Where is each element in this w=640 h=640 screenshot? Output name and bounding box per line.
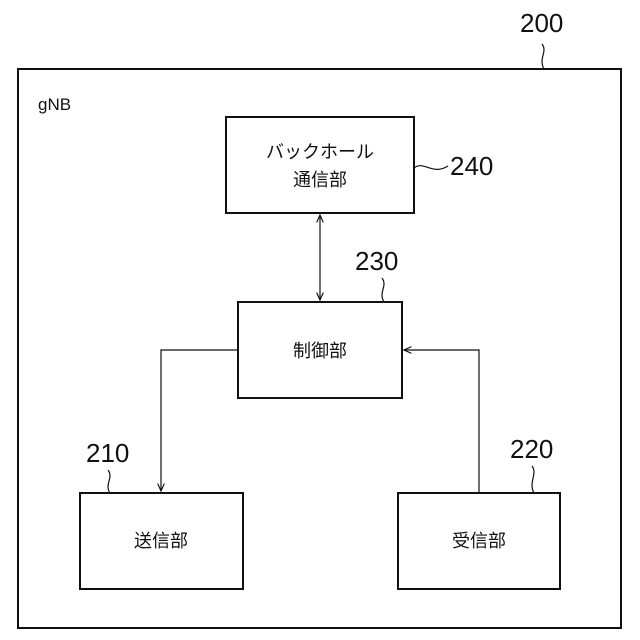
receive-ref-leader bbox=[532, 466, 534, 493]
backhaul-ref-leader bbox=[414, 166, 448, 170]
control-ref-leader bbox=[382, 278, 384, 302]
control-ref-number: 230 bbox=[355, 246, 398, 276]
outer-ref-leader bbox=[542, 44, 544, 69]
receive-to-control-arrow bbox=[404, 350, 479, 493]
transmit-ref-leader bbox=[108, 470, 110, 493]
receive-label: 受信部 bbox=[452, 531, 506, 552]
outer-ref-number: 200 bbox=[520, 8, 563, 38]
gnb-label: gNB bbox=[38, 95, 71, 114]
backhaul-ref-number: 240 bbox=[450, 151, 493, 181]
transmit-label: 送信部 bbox=[134, 531, 188, 552]
control-to-transmit-arrow bbox=[161, 350, 238, 491]
backhaul-communication-block bbox=[226, 117, 414, 213]
transmit-ref-number: 210 bbox=[86, 438, 129, 468]
receive-ref-number: 220 bbox=[510, 434, 553, 464]
backhaul-label-line1: バックホール bbox=[266, 142, 374, 163]
backhaul-label-line2: 通信部 bbox=[293, 170, 347, 191]
control-label: 制御部 bbox=[293, 341, 347, 362]
